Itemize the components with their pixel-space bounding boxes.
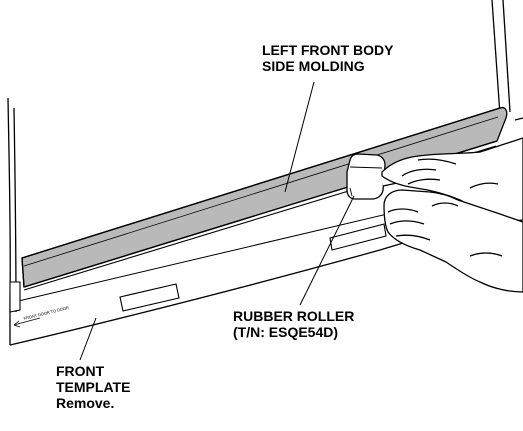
door-bottom-edge xyxy=(9,206,523,346)
lower-hand-wrist-crease xyxy=(469,252,503,257)
template-cutout-right xyxy=(329,223,387,251)
callout-front-template: FRONT TEMPLATE Remove. xyxy=(56,363,130,411)
callout-front-template-line-2: TEMPLATE xyxy=(56,379,131,395)
lower-hand-finger-3 xyxy=(395,234,431,241)
lower-hand xyxy=(383,189,523,293)
leader-lines xyxy=(79,81,355,361)
roller-wheel xyxy=(346,153,386,200)
callout-side-molding: LEFT FRONT BODY SIDE MOLDING xyxy=(262,42,393,74)
lower-hand-back xyxy=(383,189,523,293)
leader-molding xyxy=(284,81,315,193)
template-arrow-head xyxy=(13,320,21,328)
rear-edge-stub xyxy=(514,117,523,121)
callout-side-molding-line-2: SIDE MOLDING xyxy=(262,58,365,74)
roller-rim-line xyxy=(349,166,383,169)
lower-hand-finger-1 xyxy=(387,208,419,213)
rear-pillar-outer xyxy=(491,0,501,116)
molding-top-edge xyxy=(21,107,501,259)
molding-highlight xyxy=(23,116,499,267)
lower-hand-thumb xyxy=(431,202,459,207)
template-tab xyxy=(9,281,21,313)
callout-rubber-roller-line-1: RUBBER ROLLER xyxy=(233,308,355,324)
callout-front-template-line-1: FRONT xyxy=(56,363,105,379)
front-door-edge-inner xyxy=(13,107,17,313)
leader-template xyxy=(79,317,97,361)
leader-roller xyxy=(299,195,355,306)
template-arrow-shaft xyxy=(13,317,41,326)
rear-pillar-inner xyxy=(502,0,511,113)
upper-hand-knuckle xyxy=(417,158,457,165)
upper-hand-wrist-crease xyxy=(469,182,499,189)
callout-front-template-line-3: Remove. xyxy=(56,395,115,411)
upper-hand-finger-2 xyxy=(407,178,441,185)
side-molding xyxy=(21,106,508,288)
callout-side-molding-line-1: LEFT FRONT BODY xyxy=(262,42,394,58)
callout-rubber-roller: RUBBER ROLLER (T/N: ESQE54D) xyxy=(233,308,354,340)
roller-edge-line xyxy=(349,187,353,197)
molding-front-end xyxy=(21,257,25,288)
lower-hand-finger-2 xyxy=(389,220,425,225)
upper-hand-finger-1 xyxy=(401,168,437,177)
template-cutout-left xyxy=(119,283,180,312)
callout-rubber-roller-line-2: (T/N: ESQE54D) xyxy=(233,324,339,340)
template-print-text: FRONT DOOR TO DOOR xyxy=(23,305,69,321)
